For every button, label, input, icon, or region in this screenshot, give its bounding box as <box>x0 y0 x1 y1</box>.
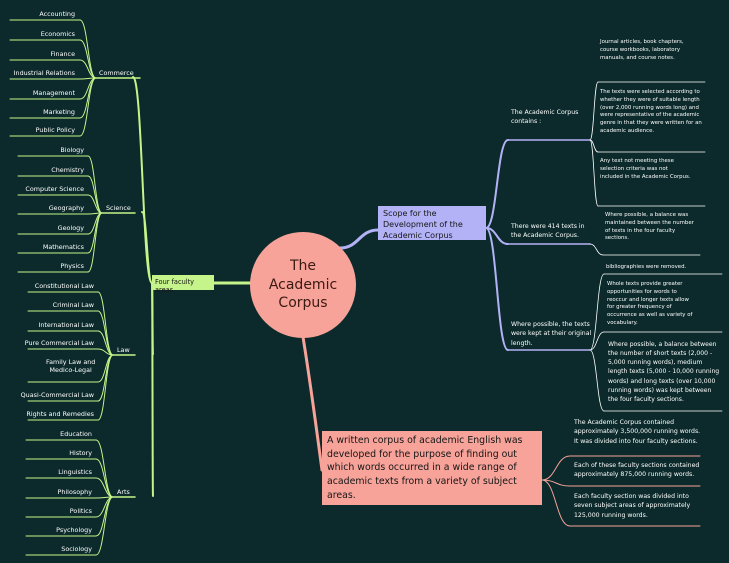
written-note-line <box>541 479 571 527</box>
leaf-line <box>79 77 97 137</box>
leaf-line <box>95 477 114 498</box>
subject-leaf[interactable]: Education <box>60 430 92 438</box>
subject-leaf[interactable]: Mathematics <box>42 243 84 251</box>
note-line <box>589 349 605 412</box>
written-corpus-label: A written corpus of academic English was… <box>327 435 523 501</box>
subject-leaf[interactable]: Pure Commercial Law <box>24 339 94 347</box>
note-line <box>589 139 599 207</box>
leaf-line <box>97 291 114 356</box>
center-to-written-line <box>301 335 324 472</box>
faculty-areas-label: Four faculty areas <box>155 278 195 294</box>
subject-leaf[interactable]: Accounting <box>39 10 75 18</box>
scope-contains-label[interactable]: The Academic Corpus contains : <box>511 109 579 126</box>
leaf-line <box>97 310 114 356</box>
scope-label: Scope for the Development of the Academi… <box>383 209 463 240</box>
written-note-line <box>541 455 571 481</box>
scope-texts-label[interactable]: There were 414 texts in the Academic Cor… <box>511 223 585 240</box>
subject-leaf[interactable]: Sociology <box>61 545 92 553</box>
note-text[interactable]: Journal articles, book chapters, course … <box>600 39 684 61</box>
scope-topic[interactable]: Scope for the Development of the Academi… <box>378 206 486 240</box>
note-text[interactable]: Any text not meeting these selection cri… <box>600 158 691 180</box>
note-text[interactable]: The Academic Corpus contained approximat… <box>574 419 701 445</box>
scope-original-label[interactable]: Where possible, the texts were kept at t… <box>511 321 592 347</box>
subject-leaf[interactable]: Chemistry <box>51 166 84 174</box>
subject-leaf[interactable]: Public Policy <box>35 126 75 134</box>
note-text[interactable]: bibliographies were removed. <box>606 264 687 270</box>
note-text[interactable]: Each faculty section was divided into se… <box>574 493 691 519</box>
subject-leaf[interactable]: History <box>69 449 92 457</box>
leaf-line <box>87 194 103 214</box>
subject-leaf[interactable]: Criminal Law <box>52 301 94 309</box>
leaf-line <box>87 212 103 273</box>
subject-leaf[interactable]: Physics <box>60 262 84 270</box>
leaf-line <box>97 354 114 402</box>
subject-leaf[interactable]: Constitutional Law <box>34 282 94 290</box>
subject-leaf[interactable]: Industrial Relations <box>13 69 75 77</box>
leaf-line <box>97 330 114 356</box>
center-to-scope-line <box>338 228 380 250</box>
leaf-line <box>79 59 97 79</box>
subject-leaf[interactable]: Computer Science <box>25 185 84 193</box>
leaf-line <box>95 439 114 498</box>
scope-branch-line <box>485 139 509 229</box>
subject-leaf[interactable]: Psychology <box>56 526 92 534</box>
subject-leaf[interactable]: Philosophy <box>57 488 93 496</box>
leaf-line <box>79 39 97 79</box>
commerce-label[interactable]: Commerce <box>99 69 134 77</box>
note-text[interactable]: Each of these faculty sections contained… <box>574 462 700 479</box>
arts-label[interactable]: Arts <box>117 488 130 496</box>
subject-leaf[interactable]: Marketing <box>43 108 75 116</box>
subject-leaf[interactable]: Geology <box>57 224 84 232</box>
note-line <box>589 139 599 153</box>
faculty-areas-topic[interactable]: Four faculty areas <box>152 275 214 294</box>
subject-leaf[interactable]: Geography <box>48 204 84 212</box>
science-label[interactable]: Science <box>106 204 131 212</box>
subject-leaf[interactable]: International Law <box>38 321 94 329</box>
subject-leaf[interactable]: Quasi-Commercial Law <box>20 391 94 399</box>
leaf-line <box>95 458 114 498</box>
note-line <box>589 331 605 351</box>
subject-leaf[interactable]: Economics <box>40 30 75 38</box>
leaf-line <box>95 496 114 556</box>
faculty-branch-line <box>141 211 153 284</box>
scope-branch-line <box>485 227 509 351</box>
note-text[interactable]: Where possible, a balance was maintained… <box>605 212 694 242</box>
law-label[interactable]: Law <box>117 346 130 354</box>
note-text[interactable]: Whole texts provide greater opportunitie… <box>607 281 693 327</box>
note-line <box>589 273 605 351</box>
faculty-branch-line <box>151 282 154 497</box>
note-text[interactable]: Where possible, a balance between the nu… <box>608 341 720 403</box>
subject-leaf[interactable]: Politics <box>69 507 92 515</box>
faculty-branch-line <box>132 76 153 284</box>
written-note-line <box>541 479 571 487</box>
subject-leaf[interactable]: Rights and Remedies <box>26 410 94 418</box>
note-text[interactable]: The texts were selected according to whe… <box>600 89 702 135</box>
subject-leaf[interactable]: Linguistics <box>58 468 92 476</box>
note-line <box>589 81 599 141</box>
leaf-line <box>97 348 114 356</box>
leaf-line <box>97 354 114 421</box>
scope-branch-line <box>485 227 509 245</box>
subject-leaf[interactable]: Finance <box>50 50 75 58</box>
leaf-line <box>87 175 103 214</box>
subject-leaf[interactable]: Biology <box>60 146 84 154</box>
written-corpus-topic[interactable]: A written corpus of academic English was… <box>322 431 542 505</box>
subject-leaf[interactable]: Management <box>32 89 75 97</box>
subject-leaf[interactable]: Family Law and Medico-Legal <box>46 358 96 374</box>
central-topic-label: The Academic Corpus <box>268 257 338 312</box>
note-line <box>589 243 604 256</box>
central-topic[interactable]: The Academic Corpus <box>250 232 356 338</box>
